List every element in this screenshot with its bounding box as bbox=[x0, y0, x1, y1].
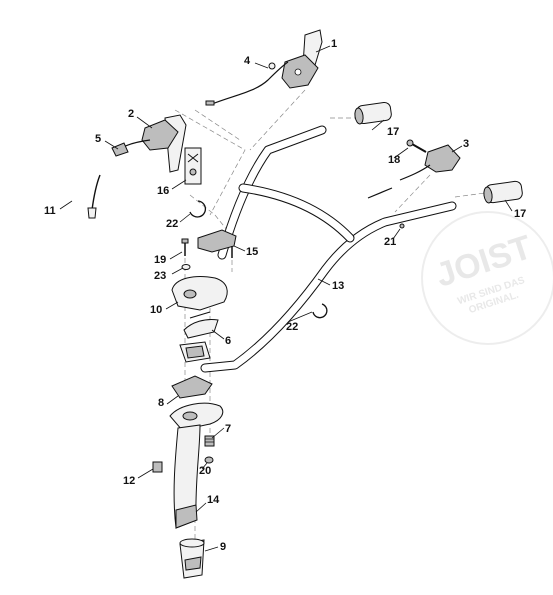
guide-line bbox=[454, 192, 486, 198]
guide-line bbox=[174, 109, 246, 216]
callout-2: 2 bbox=[128, 108, 134, 120]
callout-23: 23 bbox=[154, 270, 166, 282]
pin bbox=[399, 223, 405, 229]
callout-22-upper: 22 bbox=[166, 218, 178, 230]
callout-20: 20 bbox=[199, 465, 211, 477]
guide-line bbox=[394, 174, 431, 213]
bolt bbox=[181, 238, 189, 256]
leader-lines bbox=[59, 45, 513, 552]
lower-mount bbox=[179, 341, 211, 363]
clip-upper bbox=[189, 200, 207, 218]
callout-5: 5 bbox=[95, 133, 101, 145]
housing-cover bbox=[171, 276, 228, 311]
clamp bbox=[197, 229, 237, 258]
guide-line bbox=[249, 89, 306, 151]
control-cable-left bbox=[87, 139, 151, 219]
callout-7: 7 bbox=[225, 423, 231, 435]
callout-11: 11 bbox=[44, 205, 56, 217]
handle-grip-right bbox=[483, 180, 523, 204]
callout-4: 4 bbox=[244, 55, 251, 67]
handlebar-crossbar bbox=[238, 183, 355, 243]
callout-12: 12 bbox=[123, 475, 135, 487]
callout-16: 16 bbox=[157, 185, 169, 197]
callout-14: 14 bbox=[207, 494, 220, 506]
clip-lower bbox=[312, 303, 328, 319]
screw-right bbox=[406, 139, 427, 153]
callout-6: 6 bbox=[225, 335, 231, 347]
sleeve bbox=[179, 538, 205, 579]
control-lever-left bbox=[141, 114, 187, 173]
control-cable-top bbox=[205, 61, 289, 106]
callout-8: 8 bbox=[158, 397, 164, 409]
callout-3: 3 bbox=[463, 138, 469, 150]
callout-9: 9 bbox=[220, 541, 226, 553]
callout-10: 10 bbox=[150, 304, 162, 316]
handle-grip-top bbox=[354, 101, 392, 125]
handle-column bbox=[169, 402, 224, 529]
nut bbox=[204, 456, 214, 464]
watermark: JOIST WIR SIND DAS ORIGINAL. bbox=[421, 211, 553, 345]
spring-clip bbox=[183, 311, 219, 339]
control-lever-top bbox=[281, 29, 323, 89]
handlebar-right-arm bbox=[200, 201, 457, 373]
callout-17-right: 17 bbox=[514, 208, 526, 220]
callout-15: 15 bbox=[246, 246, 258, 258]
control-lever-right bbox=[367, 144, 461, 199]
spring bbox=[204, 435, 215, 447]
handlebar-tube bbox=[200, 125, 457, 373]
callout-labels: 1 2 3 4 5 6 7 8 9 10 11 12 13 14 15 16 1… bbox=[44, 38, 526, 553]
watermark-circle bbox=[421, 211, 553, 345]
bracket bbox=[171, 375, 213, 399]
cap bbox=[152, 461, 163, 473]
warning-label bbox=[184, 147, 202, 185]
callout-19: 19 bbox=[154, 254, 166, 266]
callout-21: 21 bbox=[384, 236, 396, 248]
washer bbox=[181, 264, 191, 270]
callout-1: 1 bbox=[331, 38, 337, 50]
callout-13: 13 bbox=[332, 280, 344, 292]
callout-22-lower: 22 bbox=[286, 321, 298, 333]
guide-line bbox=[194, 109, 241, 141]
callout-17-upper: 17 bbox=[387, 126, 399, 138]
callout-18: 18 bbox=[388, 154, 400, 166]
